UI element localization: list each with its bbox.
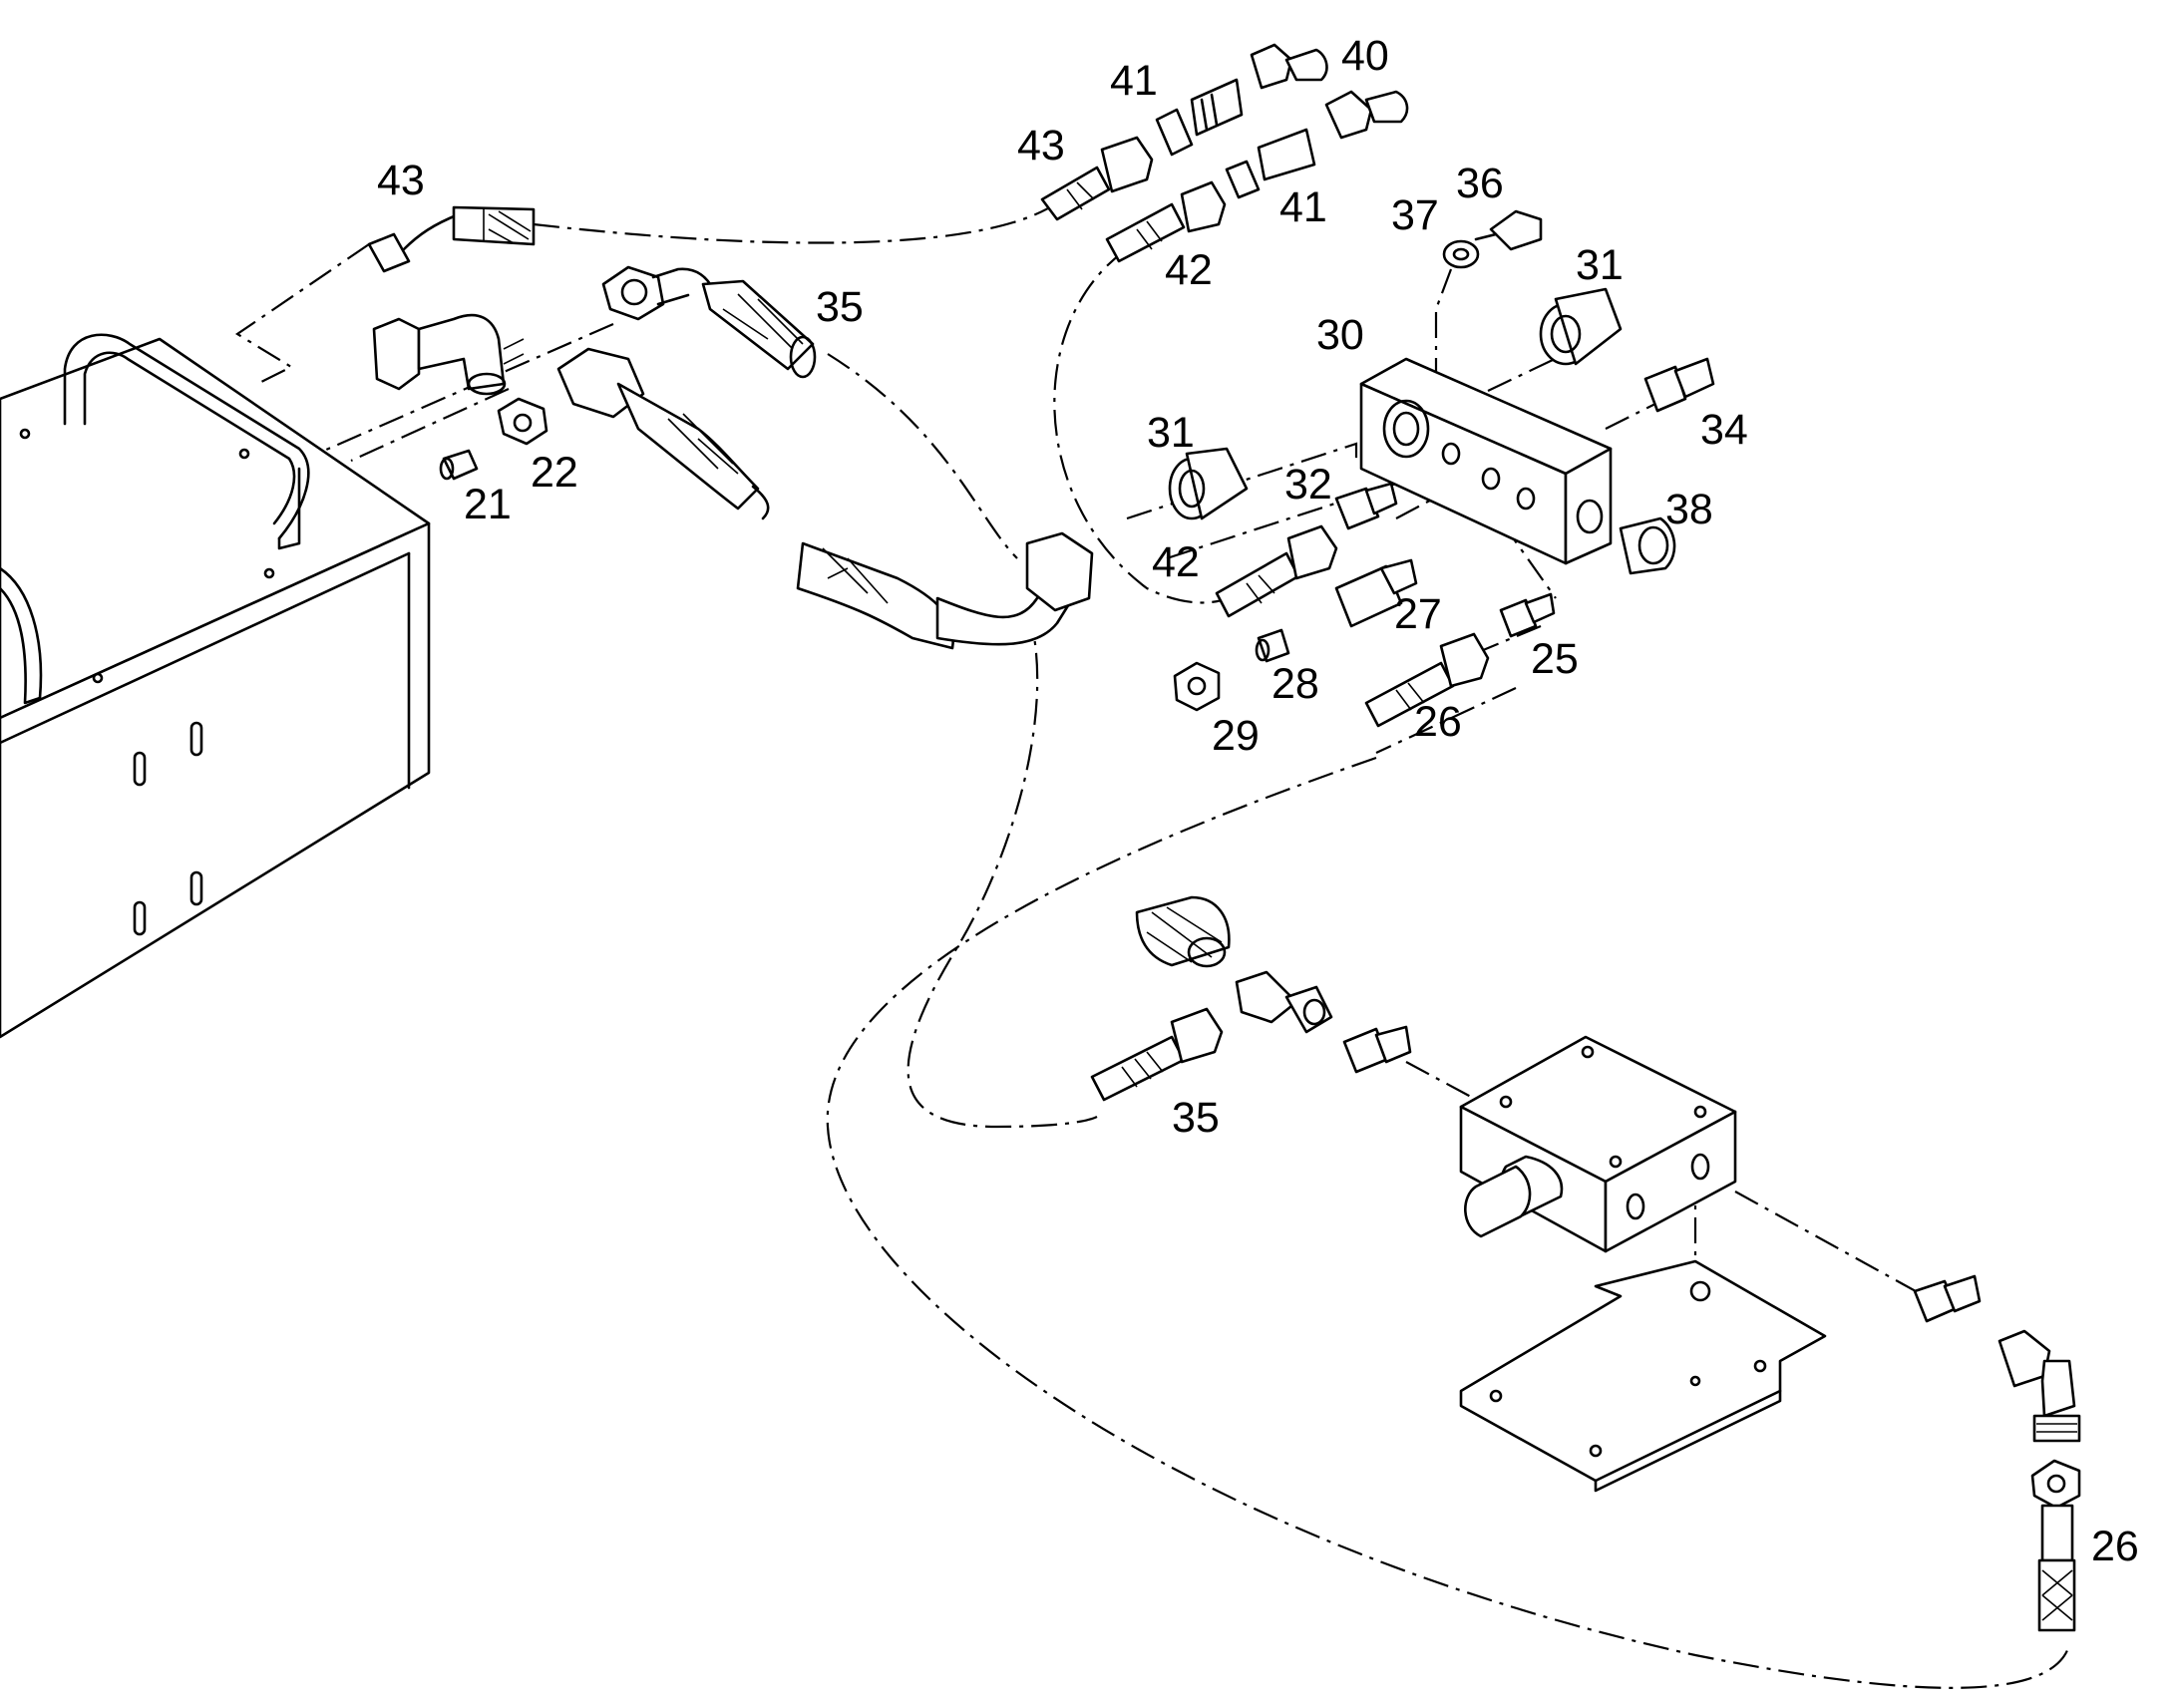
assembly-lines: [234, 198, 2071, 1689]
part-label-43: 43: [377, 157, 425, 204]
fitting-41-bottom: [1225, 128, 1316, 199]
fitting-34: [1643, 357, 1715, 413]
part-label-41: 41: [1110, 57, 1158, 105]
hose-35-large: [556, 347, 1094, 650]
hose-35-lower: [1090, 1007, 1224, 1102]
part-label-35: 35: [816, 283, 864, 331]
washer-37: [1442, 239, 1480, 269]
elbow-lower-right: [1998, 1329, 2081, 1443]
tee-fitting: [1235, 970, 1333, 1034]
hose-43-right: [1040, 136, 1154, 221]
part-label-42: 42: [1165, 246, 1213, 294]
part-label-41: 41: [1279, 183, 1327, 231]
part-label-21: 21: [464, 481, 512, 528]
mounting-plate: [1459, 1259, 1827, 1493]
part-label-30: 30: [1316, 311, 1364, 359]
fitting-31-left: [1168, 447, 1249, 520]
part-label-31: 31: [1576, 241, 1624, 289]
part-label-31: 31: [1147, 409, 1195, 457]
part-label-38: 38: [1665, 486, 1713, 533]
part-label-40: 40: [1341, 32, 1389, 80]
part-label-32: 32: [1284, 461, 1332, 509]
fitting-41-top: [1155, 78, 1244, 157]
manifold-block-30: [1359, 357, 1613, 565]
part-label-22: 22: [531, 449, 578, 497]
part-labels: 40 41 43 43 41 42 35 37 36 31 30 34 31 3…: [377, 32, 2139, 1570]
part-label-29: 29: [1212, 712, 1260, 760]
part-label-27: 27: [1394, 590, 1442, 638]
part-label-26: 26: [2091, 1523, 2139, 1570]
fitting-lower-right: [1913, 1274, 1982, 1323]
swivel-fitting: [1135, 895, 1231, 968]
fitting-25: [1499, 592, 1556, 638]
part-label-37: 37: [1391, 191, 1439, 239]
hose-42-middle: [1215, 524, 1338, 618]
nut-22: [497, 397, 548, 446]
fitting-31-right: [1539, 287, 1623, 366]
plug-21: [439, 449, 479, 481]
valve-block: [1459, 1035, 1737, 1253]
bolt-36: [1474, 209, 1543, 251]
fitting-27: [1334, 558, 1418, 628]
fitting-lower-mid: [1342, 1025, 1412, 1074]
elbow-40-bottom: [1324, 90, 1409, 140]
part-label-26: 26: [1414, 698, 1462, 746]
cap-38: [1619, 516, 1676, 575]
part-label-28: 28: [1272, 660, 1319, 708]
part-label-35: 35: [1172, 1094, 1220, 1142]
fitting-32: [1334, 482, 1398, 530]
elbow-40-top: [1250, 43, 1328, 90]
hose-43-left: [367, 205, 536, 273]
part-label-25: 25: [1531, 635, 1579, 683]
nut-29: [1173, 661, 1221, 712]
hose-42-top: [1105, 180, 1227, 263]
part-label-43: 43: [1017, 122, 1065, 170]
plug-28: [1255, 628, 1290, 663]
part-label-34: 34: [1700, 406, 1748, 454]
machine-housing: [0, 333, 431, 1039]
hose-26-middle: [1364, 632, 1490, 728]
part-label-42: 42: [1152, 538, 1200, 586]
hose-35-upper: [601, 265, 817, 379]
elbow-fitting: [372, 313, 525, 396]
part-label-36: 36: [1456, 160, 1504, 207]
hose-26-lower: [2030, 1459, 2081, 1632]
